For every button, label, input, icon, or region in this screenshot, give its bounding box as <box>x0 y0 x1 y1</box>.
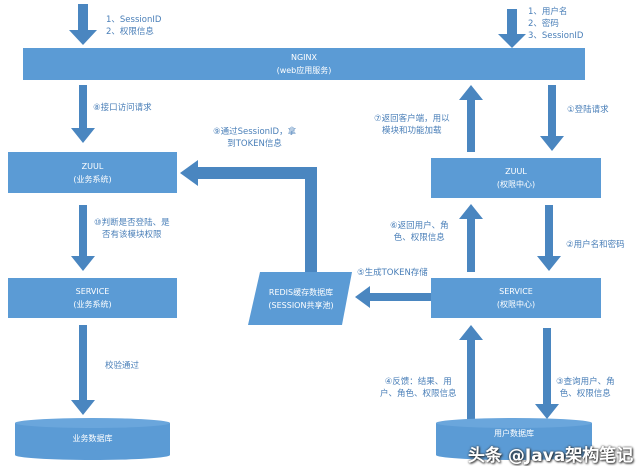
redis-shape <box>248 272 352 325</box>
nginx-box: NGINX (web应用服务) <box>23 48 585 80</box>
arrow-step5 <box>355 286 431 308</box>
label-line: ④反馈：结果、用 <box>384 377 452 387</box>
node-title: SERVICE <box>499 287 533 296</box>
label-line: ⑨通过SessionID，拿 <box>213 127 297 137</box>
label-step5: ⑤生成TOKEN存储 <box>357 268 428 278</box>
arrow-step6 <box>459 204 483 272</box>
db-biz-label: 业务数据库 <box>15 428 170 448</box>
label-line: 3、SessionID <box>528 31 584 41</box>
node-subtitle: (权限中心) <box>496 300 536 309</box>
arrow-step9 <box>180 160 317 272</box>
node-subtitle: (权限中心) <box>496 180 536 189</box>
arrow-top-right-in <box>498 9 526 48</box>
label-line: 2、权限信息 <box>106 27 154 37</box>
arrow-step8 <box>71 85 95 143</box>
label-step8: ⑧接口访问请求 <box>93 103 152 113</box>
arrow-step3 <box>535 328 559 419</box>
label-line: 1、用户名 <box>528 7 568 17</box>
db-user-cylinder <box>436 418 592 460</box>
node-subtitle: (业务系统) <box>73 174 112 184</box>
node-subtitle: (web应用服务) <box>276 66 332 75</box>
label-step10: ⑩判断是否登陆、是否有该模块权限 <box>94 217 170 241</box>
zuul-biz-box: ZUUL (业务系统) <box>8 152 177 193</box>
label-step1: ①登陆请求 <box>567 105 609 115</box>
label-top-left: 1、SessionID 2、权限信息 <box>106 14 161 38</box>
node-title: REDIS缓存数据库 <box>268 288 334 297</box>
label-line: 模块和功能加载 <box>382 126 442 136</box>
arrow-step7 <box>459 85 483 152</box>
label-step9: ⑨通过SessionID，拿到TOKEN信息 <box>213 126 296 150</box>
node-subtitle: (SESSION共享池) <box>268 301 334 310</box>
node-title: 业务数据库 <box>72 433 113 443</box>
label-line: 色、权限信息 <box>559 389 611 399</box>
label-step4: ④反馈：结果、用户、角色、权限信息 <box>380 376 457 400</box>
label-step6: ⑥返回用户、角色、权限信息 <box>390 220 449 244</box>
node-title: 用户数据库 <box>494 428 534 438</box>
label-line: ⑥返回用户、角 <box>390 221 449 231</box>
node-title: SERVICE <box>75 287 110 296</box>
label-step7: ⑦返回客户端，用以模块和功能加载 <box>374 113 450 137</box>
label-line: 色、权限信息 <box>393 233 445 243</box>
node-subtitle: (业务系统) <box>73 300 112 309</box>
label-verify: 校验通过 <box>105 361 140 371</box>
node-title: ZUUL <box>505 167 527 176</box>
service-biz-box: SERVICE (业务系统) <box>8 278 177 318</box>
node-title: NGINX <box>290 53 317 62</box>
label-line: 2、密码 <box>528 19 559 29</box>
service-auth-box: SERVICE (权限中心) <box>431 278 601 318</box>
node-title: ZUUL <box>81 161 104 171</box>
arrow-step4 <box>459 325 483 420</box>
db-biz-cylinder <box>15 418 170 460</box>
db-user-label: 用户数据库 <box>436 424 592 442</box>
zuul-auth-box: ZUUL (权限中心) <box>431 158 601 198</box>
redis-box: REDIS缓存数据库 (SESSION共享池) <box>255 280 347 318</box>
label-line: ⑦返回客户端，用以 <box>374 114 450 124</box>
arrow-step2 <box>537 205 561 271</box>
label-line: ③查询用户、角 <box>556 377 615 387</box>
label-line: 1、SessionID <box>106 15 162 25</box>
label-step3: ③查询用户、角色、权限信息 <box>556 376 615 400</box>
label-line: 户、角色、权限信息 <box>380 389 457 399</box>
label-step2: ②用户名和密码 <box>566 240 625 250</box>
arrow-step10 <box>71 205 95 271</box>
watermark: 头条 @Java架构笔记 <box>468 446 634 466</box>
arrow-step1 <box>540 85 564 151</box>
label-top-right: 1、用户名 2、密码 3、SessionID <box>528 6 583 42</box>
arrow-top-left-in <box>69 4 97 45</box>
label-line: 否有该模块权限 <box>102 230 162 240</box>
label-line: 到TOKEN信息 <box>227 139 282 149</box>
label-line: ⑩判断是否登陆、是 <box>94 218 170 228</box>
arrow-verify <box>71 325 95 415</box>
